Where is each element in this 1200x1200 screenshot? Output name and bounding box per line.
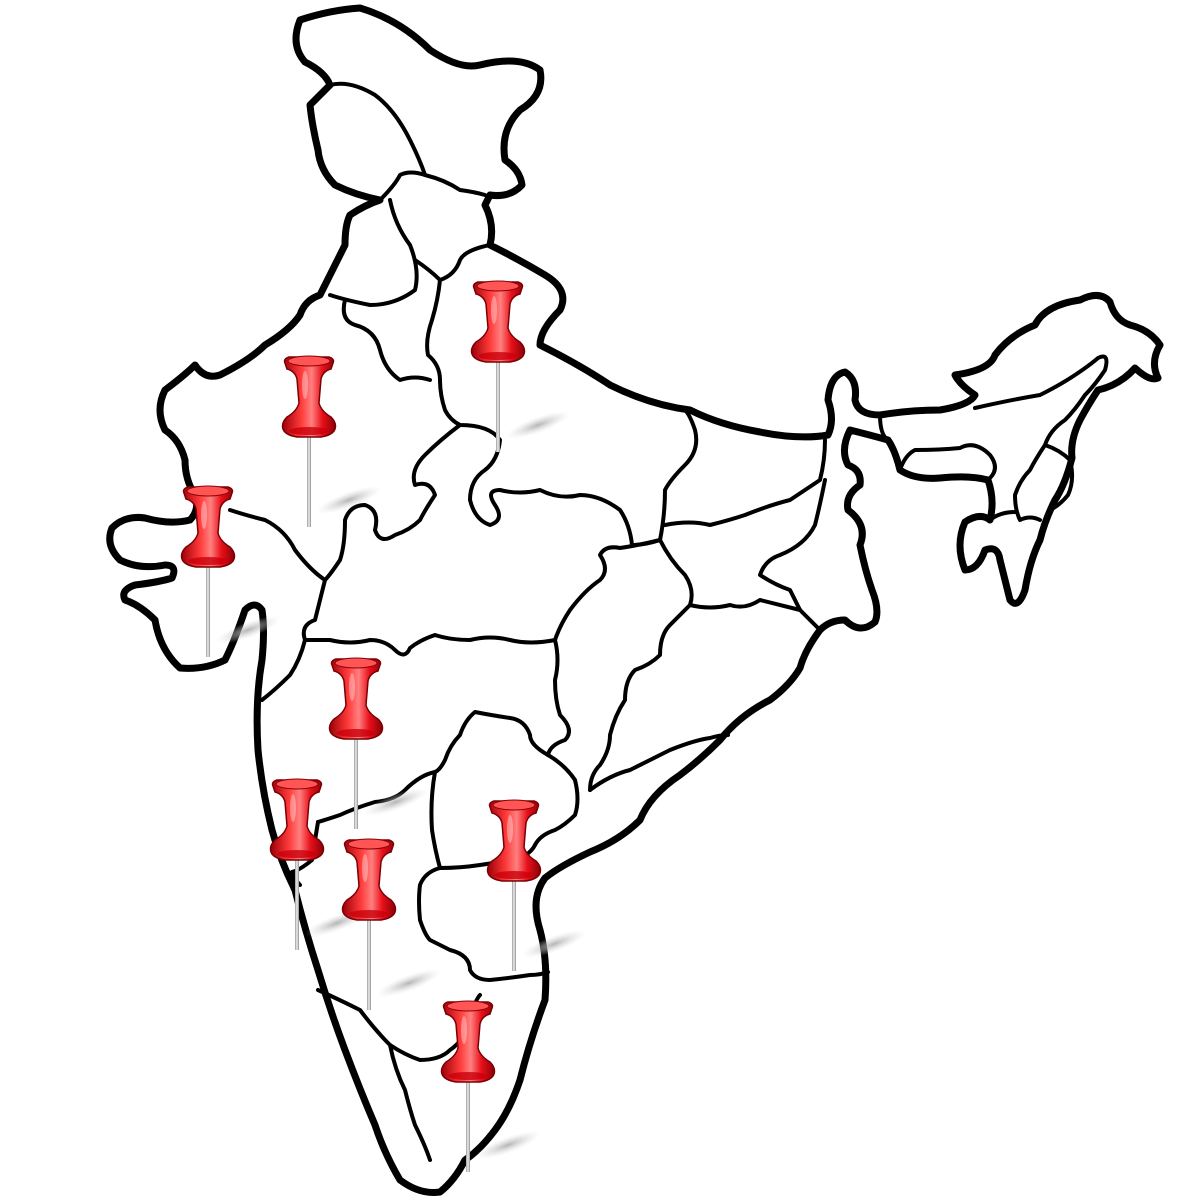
red-pushpin-icon: [281, 355, 385, 528]
red-pushpin-icon: [440, 1000, 544, 1173]
red-pushpin-icon: [341, 838, 445, 1011]
red-pushpin-icon: [328, 657, 432, 830]
red-pushpin-icon: [470, 280, 574, 453]
mainland-outline: [106, 4, 1164, 1196]
northeast-borders: [878, 354, 1109, 522]
state-borders: [228, 81, 827, 1162]
